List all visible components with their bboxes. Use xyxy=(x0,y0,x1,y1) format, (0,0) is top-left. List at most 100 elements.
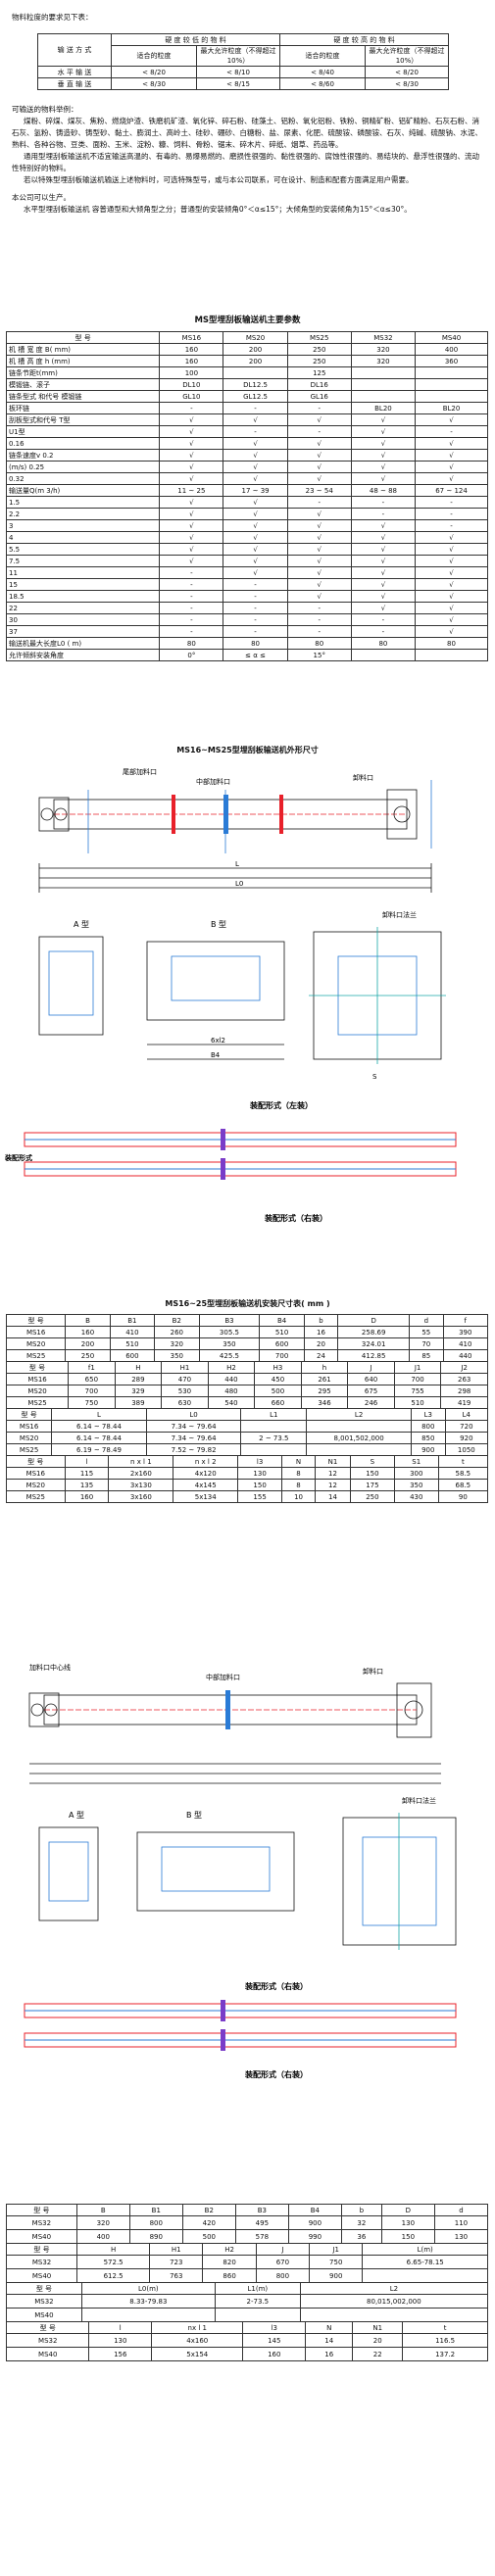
table-cell: 723 xyxy=(149,2255,204,2269)
table-cell: √ xyxy=(159,519,224,532)
table-cell: 80 xyxy=(159,637,224,650)
table-cell xyxy=(415,366,488,379)
header-cell: J1 xyxy=(393,1361,442,1374)
table-cell: 8 xyxy=(281,1479,317,1491)
table2-title: MS16~25型埋刮板输送机安装尺寸表( mm ) xyxy=(165,1299,330,1308)
table-cell: 260 xyxy=(154,1326,200,1338)
header-cell: f1 xyxy=(68,1361,116,1374)
table-cell: 37 xyxy=(5,625,161,638)
table-cell: 4x120 xyxy=(173,1467,239,1480)
table-cell: √ xyxy=(350,602,417,614)
table-cell: 850 xyxy=(410,1432,446,1444)
table-cell: 630 xyxy=(161,1396,209,1409)
fig2-label-head: 卸料口 xyxy=(363,1667,383,1676)
table-cell: 860 xyxy=(202,2268,257,2283)
table-cell: 32 xyxy=(340,2215,382,2230)
table-cell: 模锻链、滚子 xyxy=(5,378,161,391)
table-cell: 160 xyxy=(242,2347,307,2361)
table-cell: 156 xyxy=(88,2347,153,2361)
table-cell: 0.16 xyxy=(5,437,161,450)
cell: 垂 直 输 送 xyxy=(37,77,112,90)
table-cell: 329 xyxy=(114,1385,163,1397)
table-cell: 510 xyxy=(109,1337,156,1350)
header-cell: H xyxy=(76,2243,151,2256)
table-cell: - xyxy=(286,625,352,638)
table-cell: 70 xyxy=(409,1337,444,1350)
table-cell: 6.14 ~ 78.44 xyxy=(51,1420,147,1433)
table-cell: 12 xyxy=(315,1467,351,1480)
table-cell: - xyxy=(286,496,352,509)
table-cell: GL12.5 xyxy=(223,390,288,403)
table-row: 37----√ xyxy=(5,625,488,638)
fig1-label-head: 卸料口 xyxy=(353,773,373,782)
header-cell: J2 xyxy=(440,1361,488,1374)
table-cell: MS32 xyxy=(6,2294,82,2309)
table-cell: 23 ~ 54 xyxy=(286,484,352,497)
table-cell: 6.19 ~ 78.49 xyxy=(51,1443,147,1456)
table-cell: 8,001,502,000 xyxy=(306,1432,412,1444)
table-cell: 链条节距t(mm) xyxy=(5,366,161,379)
head-sub3: 适合的粒度 xyxy=(279,45,366,67)
ms-table-title: MS型埋刮板输送机主要参数 xyxy=(194,316,301,325)
table-cell: 3x160 xyxy=(108,1490,174,1503)
table-cell: MS25 xyxy=(5,1349,67,1362)
table-cell: MS32 xyxy=(6,2215,77,2230)
table-cell: 30 xyxy=(5,613,161,626)
table-cell: √ xyxy=(223,566,288,579)
header-cell: n x l 1 xyxy=(108,1455,174,1468)
table-cell xyxy=(214,2308,301,2322)
table-cell: 346 xyxy=(300,1396,349,1409)
table-cell: 419 xyxy=(440,1396,488,1409)
table-row: 7.5√√√√√ xyxy=(5,555,488,567)
table-row: 15--√√√ xyxy=(5,578,488,591)
fig2-view-a: A 型 xyxy=(69,1811,84,1820)
para-examples-title: 可输送的物料举例： xyxy=(12,105,78,114)
table-cell xyxy=(415,390,488,403)
header-cell: N xyxy=(281,1455,317,1468)
table-cell: 85 xyxy=(409,1349,444,1362)
table-cell: 2-73.5 xyxy=(214,2294,301,2309)
fig2-drawing: 加料口中心线 中部加料口 卸料口 A 型 B 型 卸料口法兰 装配形式（右装） … xyxy=(24,1663,457,2079)
table-cell: √ xyxy=(286,461,352,473)
table-cell: √ xyxy=(286,531,352,544)
table-cell: 16 xyxy=(305,2347,354,2361)
table-cell: BL20 xyxy=(350,402,417,414)
table-cell: - xyxy=(223,625,288,638)
fig1-assembly-left: 装配形式（左装） xyxy=(249,1100,313,1110)
table-cell: √ xyxy=(223,472,288,485)
table-cell: 12 xyxy=(315,1479,351,1491)
table-cell: 130 xyxy=(433,2229,489,2244)
table-cell: √ xyxy=(350,531,417,544)
table-cell: - xyxy=(159,613,224,626)
table-cell: 298 xyxy=(440,1385,488,1397)
table-cell: 430 xyxy=(393,1490,439,1503)
table-cell: - xyxy=(223,425,288,438)
svg-text:B4: B4 xyxy=(211,1051,221,1059)
table-cell: 612.5 xyxy=(76,2268,151,2283)
table-cell xyxy=(240,1420,308,1433)
table-cell: 125 xyxy=(286,366,352,379)
table-row: 3√√√√- xyxy=(5,519,488,532)
header-cell: L3 xyxy=(410,1408,446,1421)
table-cell xyxy=(306,1420,412,1433)
table-cell: 890 xyxy=(128,2229,183,2244)
table-cell: MS16 xyxy=(6,1467,66,1480)
table-cell: 670 xyxy=(255,2255,311,2269)
table-cell: 305.5 xyxy=(198,1326,261,1338)
table-cell xyxy=(306,1443,412,1456)
cell: < 8/40 xyxy=(279,66,366,78)
table-cell: 410 xyxy=(109,1326,156,1338)
table-cell: 80 xyxy=(286,637,352,650)
table-cell: 480 xyxy=(207,1385,256,1397)
